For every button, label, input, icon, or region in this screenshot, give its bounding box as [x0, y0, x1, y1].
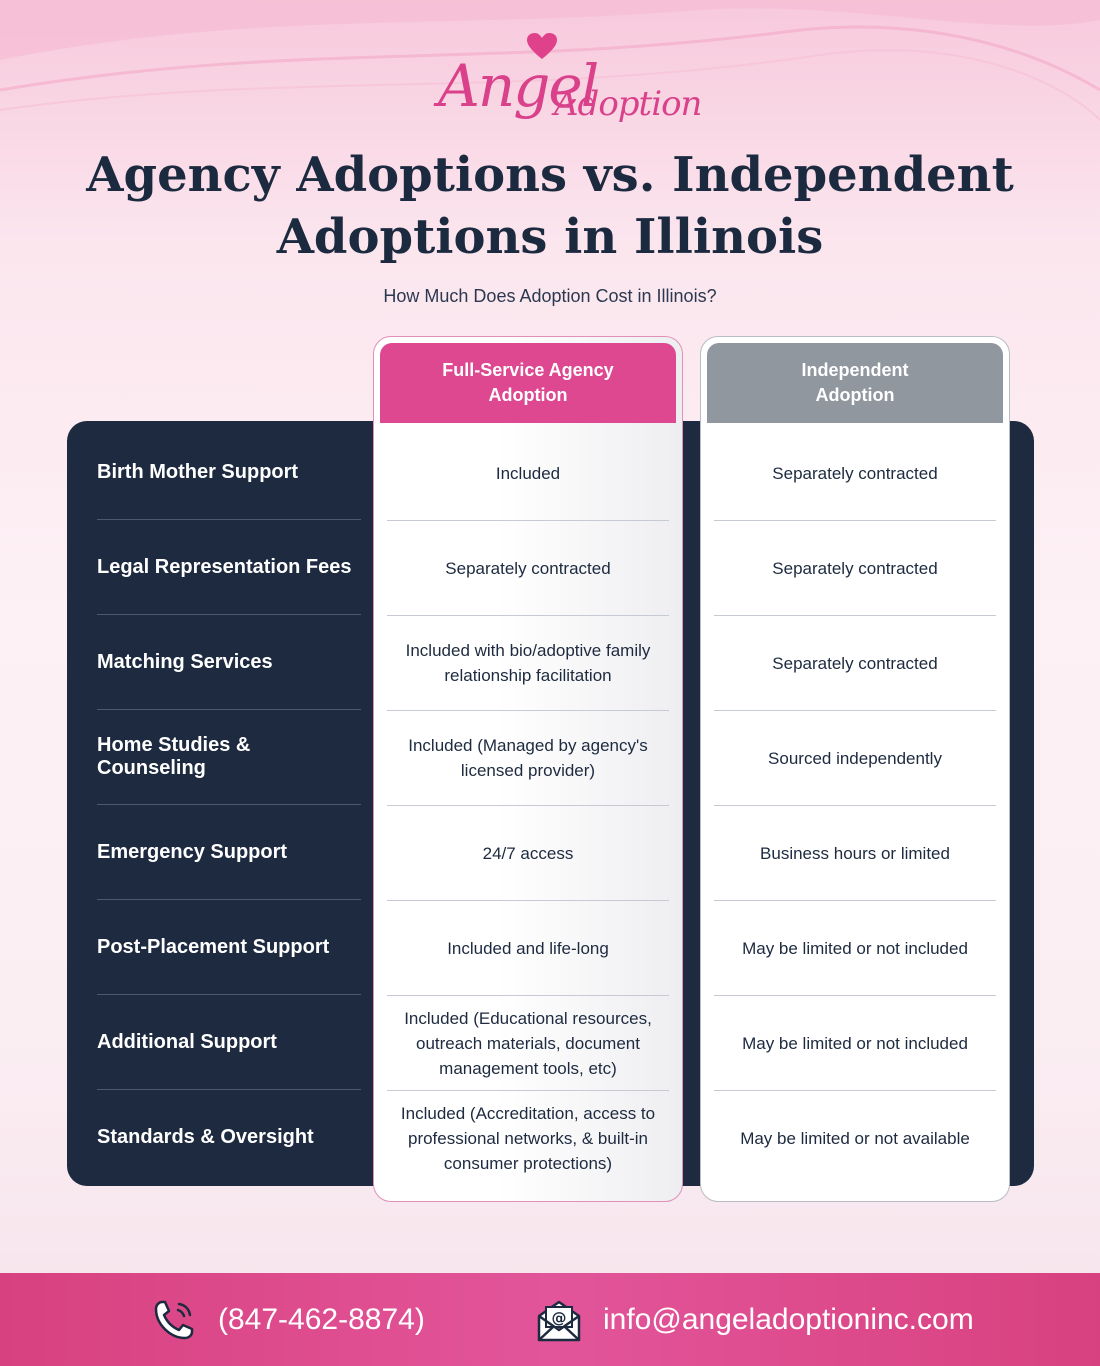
email-link[interactable]: @ info@angeladoptioninc.com [535, 1273, 974, 1366]
independent-cell: Separately contracted [714, 616, 996, 711]
agency-cell: Included (Educational resources, outreac… [387, 996, 669, 1091]
agency-cell: 24/7 access [387, 806, 669, 901]
angel-adoption-logo[interactable]: Angel Adoption [430, 28, 702, 140]
agency-cell: Included (Managed by agency's licensed p… [387, 711, 669, 806]
email-icon: @ [537, 1300, 581, 1341]
contact-footer: (847-462-8874) @ info@angeladoptioninc.c… [0, 1273, 1100, 1366]
phone-icon [154, 1300, 194, 1339]
row-label: Birth Mother Support [97, 425, 361, 520]
logo-angel-text: Angel [438, 52, 599, 120]
independent-cell: May be limited or not included [714, 996, 996, 1091]
independent-cell: Separately contracted [714, 521, 996, 616]
agency-cell: Included with bio/adoptive family relati… [387, 616, 669, 711]
email-address: info@angeladoptioninc.com [603, 1302, 974, 1336]
independent-cell: May be limited or not included [714, 901, 996, 996]
independent-adoption-column: Independent Adoption Separately contract… [700, 336, 1010, 1202]
page-title: Agency Adoptions vs. Independent Adoptio… [86, 147, 1014, 265]
svg-text:@: @ [552, 1309, 567, 1327]
row-label: Matching Services [97, 615, 361, 710]
phone-number: (847-462-8874) [218, 1302, 425, 1336]
agency-cell: Included [387, 426, 669, 521]
agency-cell: Included (Accreditation, access to profe… [400, 1104, 656, 1173]
heart-icon [527, 33, 557, 59]
agency-cell: Separately contracted [387, 521, 669, 616]
row-labels: Birth Mother Support Legal Representatio… [97, 425, 361, 1185]
independent-cell: May be limited or not available [740, 1129, 970, 1148]
phone-link[interactable]: (847-462-8874) [150, 1273, 425, 1366]
independent-cell: Separately contracted [714, 426, 996, 521]
agency-cell: Included and life-long [387, 901, 669, 996]
agency-column-header: Full-Service Agency Adoption [380, 343, 676, 423]
row-label: Home Studies & Counseling [97, 710, 361, 805]
row-label: Additional Support [97, 995, 361, 1090]
logo-adoption-text: Adoption [554, 84, 702, 124]
independent-cell: Business hours or limited [714, 806, 996, 901]
independent-column-header: Independent Adoption [707, 343, 1003, 423]
agency-adoption-column: Full-Service Agency Adoption Included Se… [373, 336, 683, 1202]
row-label: Emergency Support [97, 805, 361, 900]
row-label: Legal Representation Fees [97, 520, 361, 615]
row-label: Standards & Oversight [97, 1126, 314, 1148]
page-subtitle: How Much Does Adoption Cost in Illinois? [383, 286, 717, 306]
row-label: Post-Placement Support [97, 900, 361, 995]
independent-cell: Sourced independently [714, 711, 996, 806]
